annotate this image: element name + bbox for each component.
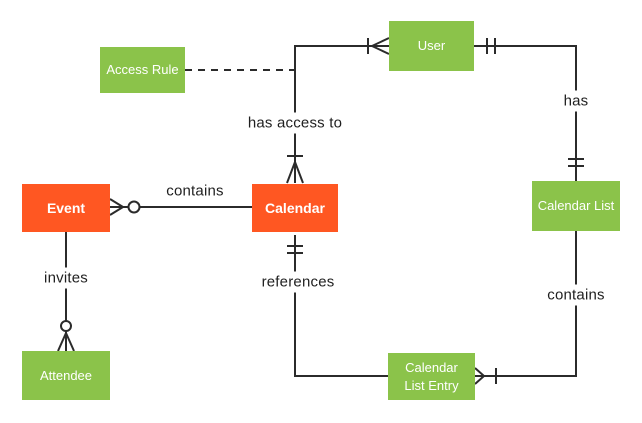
relationship-label-has: has xyxy=(558,90,594,112)
relationship-label-contains-list: contains xyxy=(542,284,610,306)
entity-attendee: Attendee xyxy=(22,351,110,400)
edge-references xyxy=(287,235,388,377)
relationship-label-has-access-to: has access to xyxy=(242,112,348,134)
entity-access-rule-label: Access Rule xyxy=(106,62,179,78)
entity-calendar-list-label: Calendar List xyxy=(537,198,615,214)
entity-event: Event xyxy=(22,184,110,232)
entity-calendar-list-entry: Calendar List Entry xyxy=(388,353,475,400)
edge-user-has xyxy=(474,38,584,181)
entity-user-label: User xyxy=(417,38,446,54)
edge-has-access-to xyxy=(286,37,390,184)
entity-calendar-list-entry-label: Calendar List Entry xyxy=(404,359,459,393)
relationship-label-contains-event: contains xyxy=(161,180,229,202)
edge-invites xyxy=(57,232,75,352)
entity-user: User xyxy=(389,21,474,71)
entity-calendar-list: Calendar List xyxy=(532,181,620,231)
entity-event-label: Event xyxy=(46,199,86,216)
entity-attendee-label: Attendee xyxy=(39,367,93,383)
edge-list-contains xyxy=(474,231,577,385)
relationship-label-invites: invites xyxy=(39,267,93,289)
entity-calendar: Calendar xyxy=(252,184,338,232)
edge-event-contains xyxy=(109,198,252,216)
entity-calendar-label: Calendar xyxy=(265,199,325,216)
relationship-label-references: references xyxy=(256,271,340,293)
entity-access-rule: Access Rule xyxy=(100,47,185,93)
